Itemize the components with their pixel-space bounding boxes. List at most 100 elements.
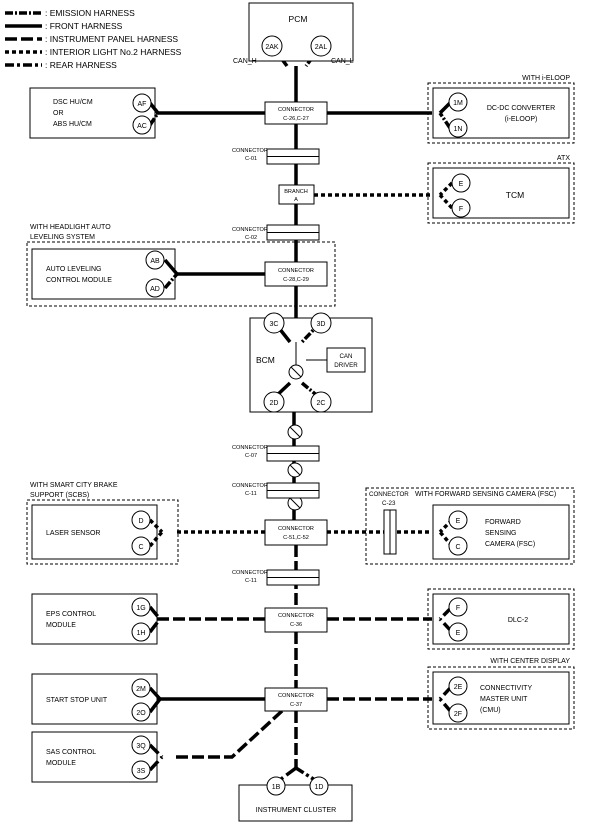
eps-module: EPS CONTROL MODULE 1G 1H [31,593,162,645]
pcm-pin-left-label: 2AK [265,44,279,51]
c07-line1: CONNECTOR [232,445,268,451]
pcm-pin-left [261,35,283,57]
bcm-title: BCM [256,355,275,365]
laser-group-line2: SUPPORT (SCBS) [30,492,89,499]
dlc-pin-top-label: F [456,605,460,612]
cluster-pin-right [309,776,329,796]
dsc-line1: DSC HU/CM [53,99,93,106]
legend-label-rear: : REAR HARNESS [45,60,117,70]
connector-c26-c27: CONNECTOR C-26,C-27 [264,101,328,125]
dcdc-pin-bottom [448,118,468,138]
can-h-label: CAN_H [233,58,257,65]
c23-line2: C-23 [382,500,396,507]
c01-line2: C-01 [245,156,257,162]
sas-pin-top-label: 3Q [136,743,146,750]
fsc-pin-bottom-label: C [455,544,460,551]
tcm-module: ATX E F TCM [427,155,575,224]
bcm-pin-br [310,391,332,413]
tcm-title: TCM [506,190,524,200]
dsc-line2: OR [53,110,64,117]
c28-line2: C-28,C-29 [283,277,309,283]
legend-label-interior: : INTERIOR LIGHT No.2 HARNESS [45,47,182,57]
dlc-pin-top [448,597,468,617]
fsc-pin-top-label: E [456,518,461,525]
dsc-module: DSC HU/CM OR ABS HU/CM AF AC [29,87,160,139]
fsc-line1: FORWARD [485,519,521,526]
legend-label-instrument: : INSTRUMENT PANEL HARNESS [45,34,178,44]
c07-line2: C-07 [245,453,257,459]
connector-c51-c52: CONNECTOR C-51,C-52 [264,519,328,546]
tcm-pin-bottom-label: F [459,206,463,213]
leveling-line2: CONTROL MODULE [46,277,112,284]
legend-label-front: : FRONT HARNESS [45,21,123,31]
startstop-pin-bottom-label: 2O [136,710,146,717]
legend: : EMISSION HARNESS : FRONT HARNESS : INS… [5,8,182,70]
c02-line1: CONNECTOR [232,227,268,233]
c26-line2: C-26,C-27 [283,116,309,122]
c36-line1: CONNECTOR [278,613,314,619]
branch-a: BRANCH A [278,184,315,205]
leveling-line1: AUTO LEVELING [46,266,102,273]
bcm-pin-tl [263,312,285,334]
dsc-line3: ABS HU/CM [53,121,92,128]
dsc-pin-bottom [132,115,152,135]
eps-line2: MODULE [46,622,76,629]
sas-pin-bottom-label: 3S [137,768,146,775]
c01-line1: CONNECTOR [232,148,268,154]
connector-c36: CONNECTOR C-36 [264,607,328,633]
eps-pin-bottom [131,622,151,642]
leveling-pin-bottom-label: AD [150,286,160,293]
cmu-pin-bottom-label: 2F [454,711,462,718]
laser-pin-bottom [131,536,151,556]
cmu-module: WITH CENTER DISPLAY 2E 2F CONNECTIVITY M… [427,658,575,730]
pcm-pin-right [310,35,332,57]
dcdc-converter: WITH i-ELOOP 1M 1N DC-DC CONVERTER (i-EL… [427,75,575,144]
sas-pin-bottom [131,760,151,780]
eps-line1: EPS CONTROL [46,611,96,618]
dsc-pin-top-label: AF [138,101,147,108]
startstop-pin-top-label: 2M [136,686,146,693]
c26-line1: CONNECTOR [278,107,314,113]
fsc-line2: SENSING [485,530,517,537]
eps-pin-top [131,597,151,617]
dcdc-group-label: WITH i-ELOOP [522,75,570,82]
sas-pin-top [131,735,151,755]
cmu-line1: CONNECTIVITY [480,685,532,692]
laser-title: LASER SENSOR [46,530,100,537]
bcm-pin-tr [310,312,332,334]
c23-line1: CONNECTOR [369,491,409,498]
c11b-line1: CONNECTOR [232,570,268,576]
dcdc-pin-bottom-label: 1N [454,126,463,133]
connector-c07: CONNECTOR C-07 [232,445,320,462]
fsc-group: CONNECTOR C-23 WITH FORWARD SENSING CAME… [365,487,575,565]
tcm-group-label: ATX [557,155,570,162]
eps-pin-top-label: 1G [136,605,145,612]
tcm-pin-top-label: E [459,181,464,188]
connector-c02: CONNECTOR C-02 [232,224,320,241]
sas-line2: MODULE [46,760,76,767]
c51-line1: CONNECTOR [278,526,314,532]
startstop-title: START STOP UNIT [46,697,108,704]
c11a-line1: CONNECTOR [232,483,268,489]
bcm-pin-bl-label: 2D [270,400,279,407]
leveling-pin-bottom [145,278,165,298]
bcm-module: 3C 3D BCM CAN DRIVER 2D 2C [249,312,373,413]
dlc-pin-bottom [448,622,468,642]
auto-leveling-module: WITH HEADLIGHT AUTO LEVELING SYSTEM AUTO… [26,224,336,307]
cmu-pin-bottom [448,703,468,723]
branch-line1: BRANCH [284,189,308,195]
startstop-pin-top [131,678,151,698]
sas-line1: SAS CONTROL [46,749,96,756]
legend-label-emission: : EMISSION HARNESS [45,8,135,18]
leveling-pin-top [145,250,165,270]
cluster-title: INSTRUMENT CLUSTER [256,807,336,814]
pcm-module: PCM 2AK 2AL CAN_H CAN_L [233,2,354,65]
c28-line1: CONNECTOR [278,268,314,274]
bcm-pin-br-label: 2C [317,400,326,407]
tcm-pin-top [451,173,471,193]
fsc-group-label: WITH FORWARD SENSING CAMERA (FSC) [415,491,556,498]
laser-group-line1: WITH SMART CITY BRAKE [30,482,118,489]
connector-c28-c29 [264,261,328,287]
cluster-pin-left-label: 1B [272,784,281,791]
